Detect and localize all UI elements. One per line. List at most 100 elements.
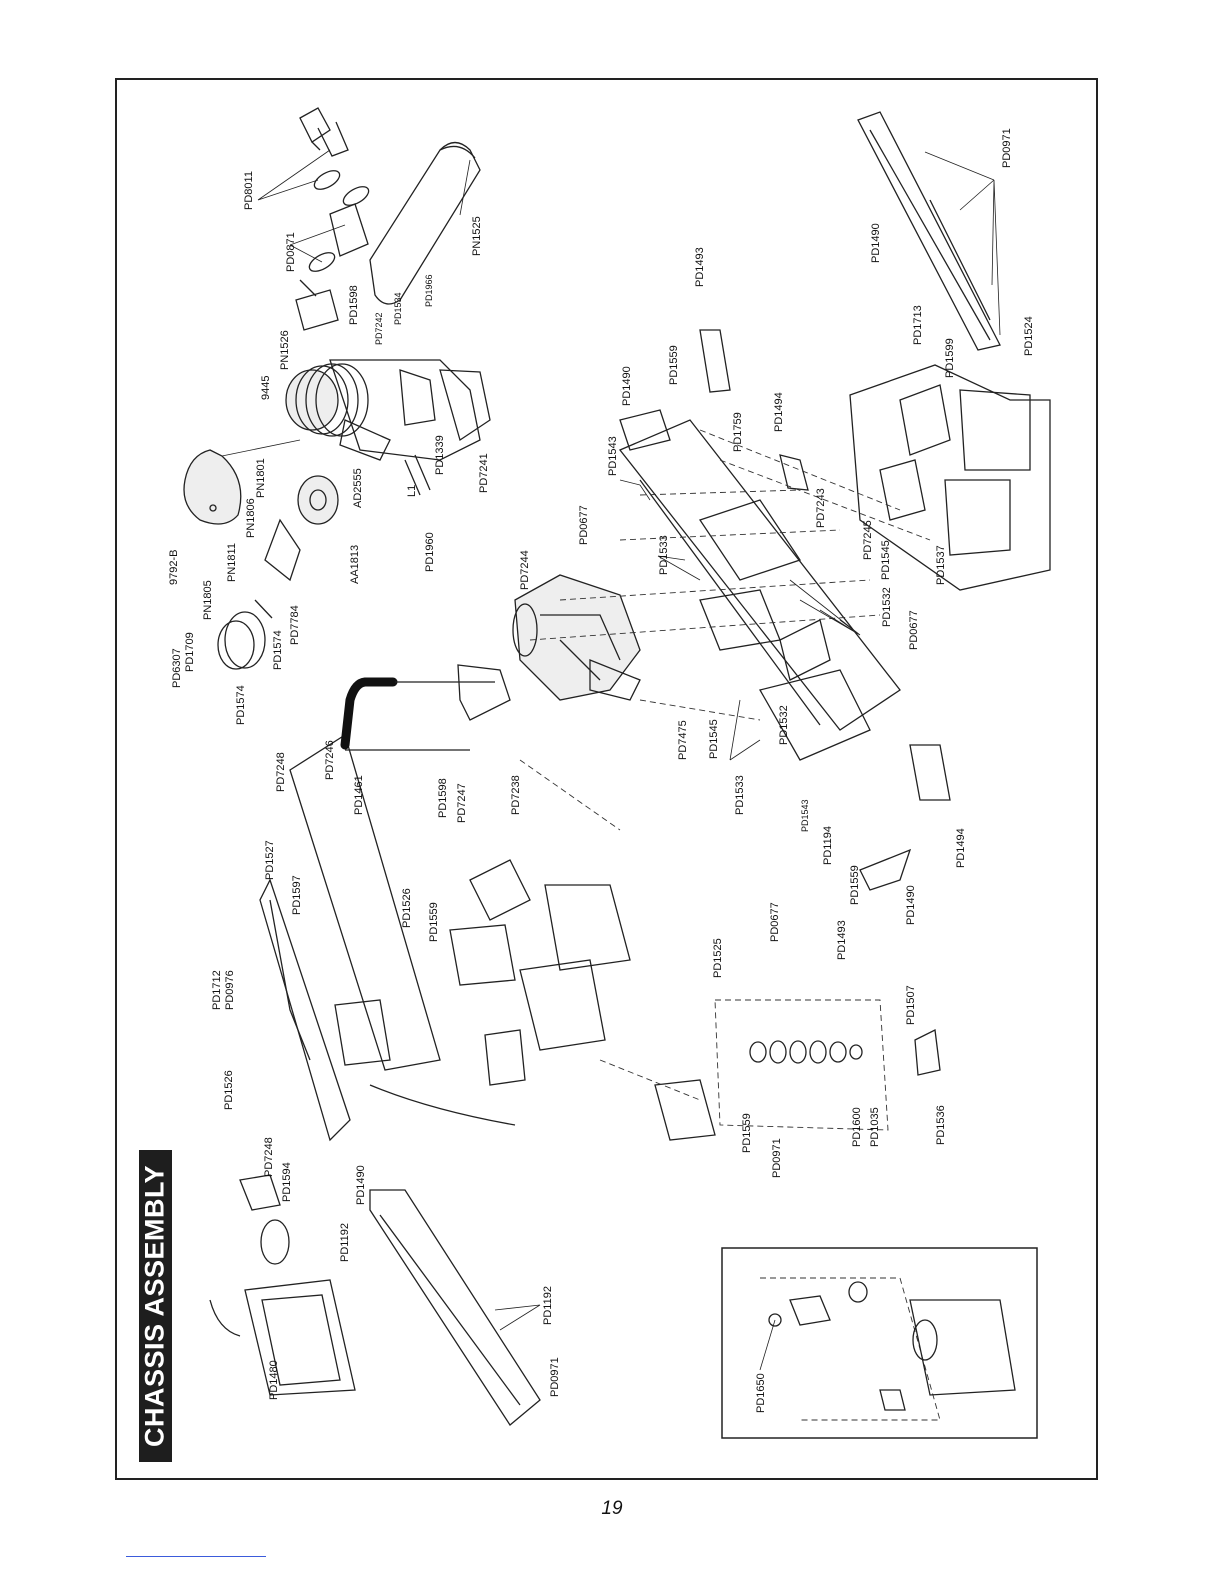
part-label: PD1532 <box>778 705 790 745</box>
part-label: PD1559 <box>849 865 861 905</box>
part-label: PD1192 <box>542 1286 554 1325</box>
part-label: PN1806 <box>245 498 257 538</box>
part-label: PD1480 <box>268 1360 280 1400</box>
title-banner <box>139 1150 172 1462</box>
part-label: PD1537 <box>935 545 947 585</box>
engine-drawing <box>285 359 491 496</box>
part-label: PD1650 <box>755 1373 767 1413</box>
part-label: PD0871 <box>285 232 297 272</box>
part-label: PN1526 <box>279 330 291 370</box>
part-label: PD1574 <box>272 630 284 670</box>
page-title: CHASSIS ASSEMBLY <box>139 1164 170 1448</box>
part-label: PD7245 <box>862 520 874 560</box>
part-label: PN1525 <box>471 216 483 256</box>
part-label: PN1805 <box>202 580 214 620</box>
part-label: PD1525 <box>712 938 724 978</box>
part-label: PD7246 <box>324 740 336 780</box>
part-label: PD1532 <box>881 587 893 627</box>
linkage-rods-drawing <box>259 664 511 1142</box>
part-label: PD7784 <box>289 605 301 645</box>
bottom-right-labels: PD1525 PD1507 PD1600 PD1035 PD1536 PD097… <box>712 938 947 1178</box>
part-label: PD1599 <box>944 338 956 378</box>
part-label: PD6307 <box>171 648 183 688</box>
part-label: PD1192 <box>339 1223 351 1262</box>
part-label: PD1494 <box>773 392 785 432</box>
part-label: PD1490 <box>621 366 633 406</box>
part-label: PD1960 <box>424 532 436 572</box>
right-skid-drawing <box>857 111 1001 351</box>
part-label: PD1598 <box>348 285 360 325</box>
part-label: PD1490 <box>905 885 917 925</box>
part-label: PD1533 <box>658 535 670 575</box>
part-label: 9445 <box>260 376 272 400</box>
part-label: PD1527 <box>264 840 276 880</box>
part-label: PD0976 <box>224 970 236 1010</box>
part-label: PD1543 <box>800 799 810 832</box>
part-label: PD1035 <box>869 1107 881 1147</box>
part-label: PD7248 <box>263 1137 275 1177</box>
part-label: PD7247 <box>456 783 468 823</box>
part-label: PD1545 <box>708 719 720 759</box>
part-label: PD1559 <box>741 1113 753 1153</box>
center-labels: PD1490 PD1493 PD1559 PD1543 PD1759 PD149… <box>275 247 967 960</box>
part-label: PD1536 <box>935 1105 947 1145</box>
part-label: AD2555 <box>352 468 364 508</box>
part-label: PD7248 <box>275 752 287 792</box>
part-label: PD1713 <box>912 305 924 345</box>
inset-box <box>721 1247 1038 1439</box>
part-label: PD1759 <box>732 412 744 452</box>
battery-box-drawing <box>849 364 1051 591</box>
part-label: PD1709 <box>184 632 196 672</box>
part-label: PD0677 <box>908 610 920 650</box>
clutch-drawing <box>217 475 339 670</box>
part-label: PD1494 <box>955 828 967 868</box>
gearbox-drawing <box>512 574 641 701</box>
part-label: PD1559 <box>668 345 680 385</box>
part-label: PD7238 <box>510 775 522 815</box>
right-side-labels: PD0971 PD1490 PD1524 PD1713 PD1599 PD153… <box>870 128 1035 585</box>
part-label: PD7241 <box>478 453 490 493</box>
part-label: PD1712 <box>211 970 223 1010</box>
part-label: PD7244 <box>519 550 531 590</box>
part-label: PD1559 <box>428 902 440 942</box>
page-number: 19 <box>601 1498 623 1519</box>
part-label: PD1597 <box>291 875 303 915</box>
part-label: PD1594 <box>281 1162 293 1202</box>
washout-assembly-drawing <box>714 999 941 1131</box>
fuel-tank-labels: PD7248 PD1594 PD1490 PD1192 PD1192 PD097… <box>263 1137 561 1400</box>
part-label: PD0677 <box>578 505 590 545</box>
part-label: PD1493 <box>694 247 706 287</box>
page-frame <box>115 78 1098 1480</box>
part-label: PD1493 <box>836 920 848 960</box>
part-label: AA1813 <box>349 545 361 584</box>
radio-tray-drawing <box>334 859 716 1141</box>
part-label: PD0971 <box>1001 128 1013 168</box>
part-label: PD1461 <box>353 775 365 815</box>
part-label: PD1545 <box>880 540 892 580</box>
part-label: PD1533 <box>734 775 746 815</box>
top-exhaust-labels: PD8011 PD0871 PN1525 PD1598 PD1534 PD196… <box>168 171 490 725</box>
part-label: PD0971 <box>771 1138 783 1178</box>
part-label: PD1507 <box>905 985 917 1025</box>
footer-rule <box>126 1556 266 1557</box>
part-label: PD1339 <box>434 435 446 475</box>
part-label: 9792-B <box>168 550 180 585</box>
part-label: PD1490 <box>355 1165 367 1205</box>
part-label: PD0677 <box>769 902 781 942</box>
part-label: L1 <box>406 485 418 497</box>
part-label: PD1598 <box>437 778 449 818</box>
part-label: PD1534 <box>393 292 403 325</box>
part-label: PD1600 <box>851 1107 863 1147</box>
part-label: PN1811 <box>226 543 238 582</box>
part-label: PD1194 <box>822 826 834 865</box>
part-label: PD1574 <box>235 685 247 725</box>
fuel-tank-drawing <box>209 1174 541 1426</box>
part-label: PD7243 <box>815 488 827 528</box>
part-label: PD1490 <box>870 223 882 263</box>
part-label: PD1543 <box>607 436 619 476</box>
air-filter-drawing <box>183 439 301 525</box>
part-label: PD8011 <box>243 171 255 210</box>
part-label: PD1966 <box>424 274 434 307</box>
part-label: PD7242 <box>374 312 384 345</box>
